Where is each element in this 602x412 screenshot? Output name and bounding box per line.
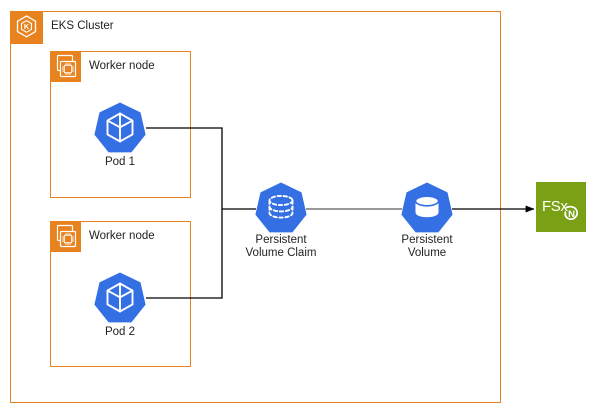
kubernetes-pod-icon — [93, 270, 147, 324]
kubernetes-pod-icon — [93, 100, 147, 154]
pv-caption: Persistent Volume — [401, 234, 453, 259]
kubernetes-pvc-icon — [254, 180, 308, 234]
eks-cluster-icon: K — [10, 11, 43, 44]
worker-node-icon — [50, 221, 81, 252]
svg-text:K: K — [24, 22, 30, 31]
fsx-for-netapp-ontap-icon: FSx N — [536, 182, 586, 232]
pod-1-caption: Pod 1 — [104, 156, 136, 168]
worker-node-icon — [50, 51, 81, 82]
fsx-wordmark: FSx — [542, 198, 568, 215]
eks-cluster-container — [10, 11, 501, 403]
pod-2-caption: Pod 2 — [104, 326, 136, 338]
worker-node-1-container — [50, 51, 191, 198]
eks-cluster-label: EKS Cluster — [51, 20, 114, 32]
netapp-n-glyph: N — [568, 209, 575, 220]
kubernetes-pv-icon — [400, 180, 454, 234]
pvc-caption: Persistent Volume Claim — [245, 234, 317, 259]
worker-node-1-label: Worker node — [89, 60, 155, 72]
worker-node-2-label: Worker node — [89, 230, 155, 242]
